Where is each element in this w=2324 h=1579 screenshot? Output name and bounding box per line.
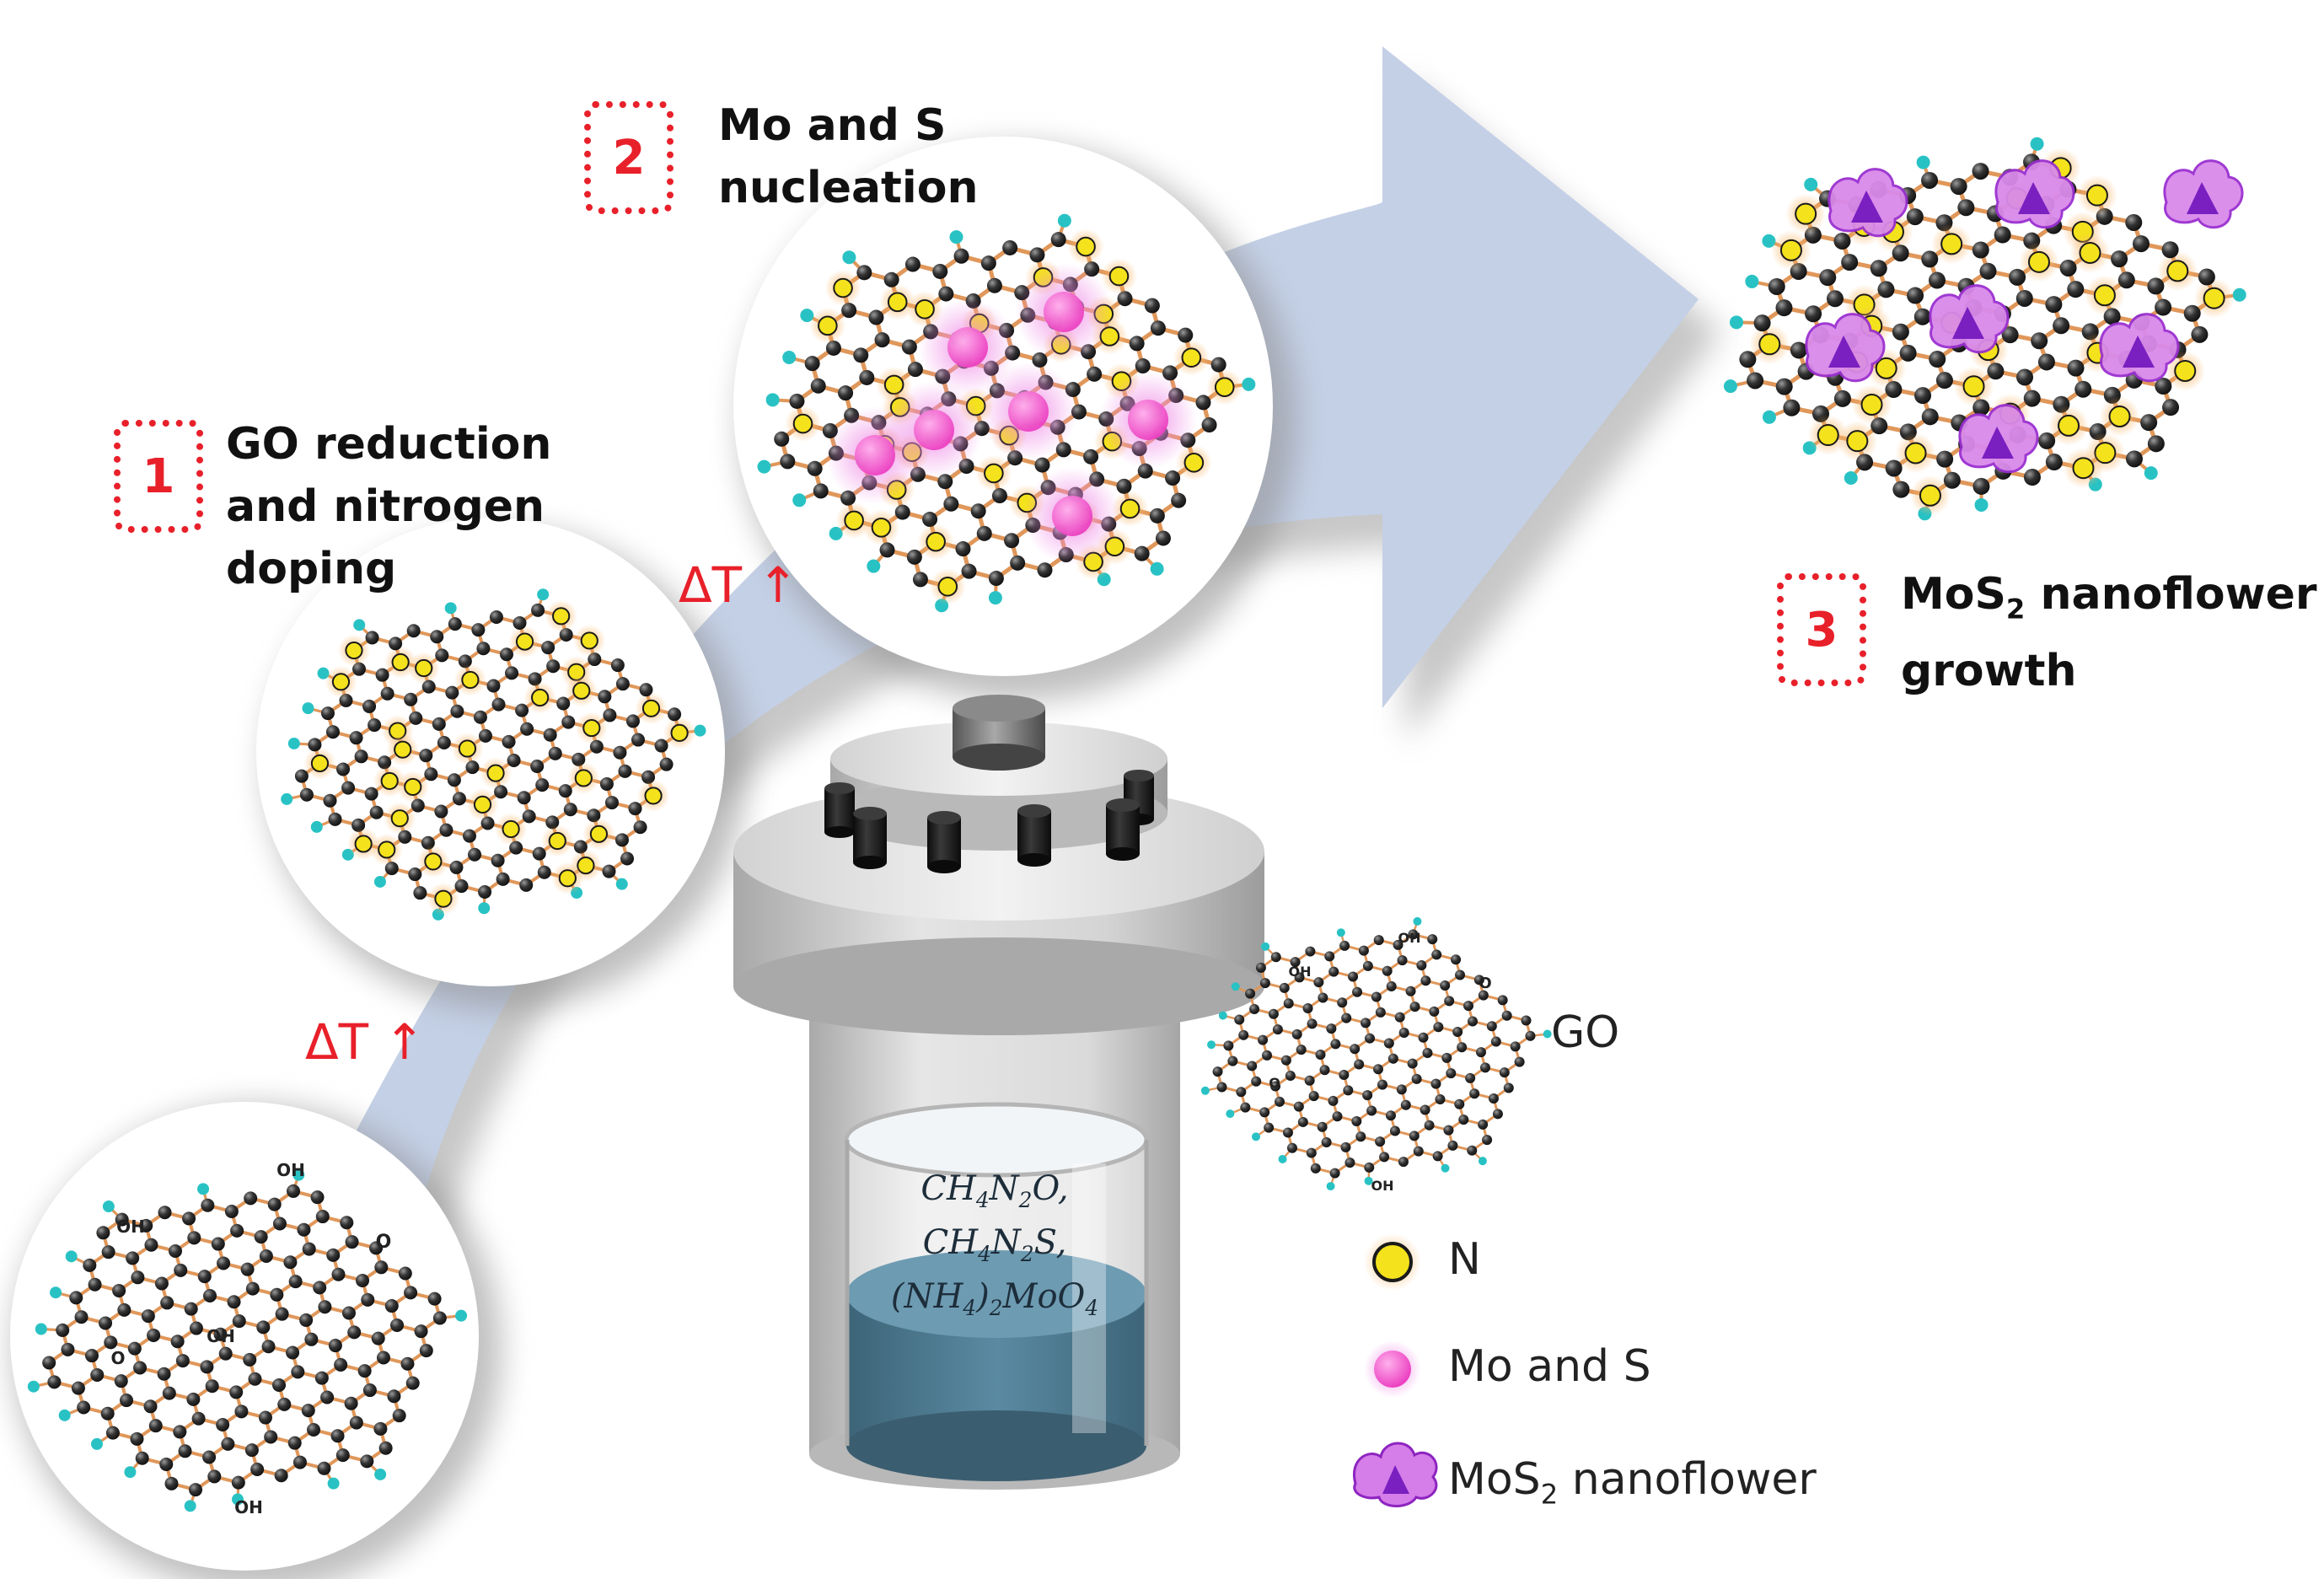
svg-text:OH: OH — [207, 1326, 235, 1346]
atom-layer — [27, 1168, 468, 1512]
step-3-line-1: MoS2 nanoflower — [1901, 563, 2317, 640]
step-2-label: Mo and S nucleation — [718, 94, 978, 219]
delta-t-label-2: ΔT ↑ — [679, 556, 799, 614]
process-arrow-shape — [282, 46, 1699, 1277]
legend-mos2-nanoflower: MoS2 nanoflower — [1448, 1454, 1817, 1511]
lid-bolts — [824, 770, 1154, 873]
reactor-chemicals: CH4N2O, CH4N2S, (NH4)2MoO4 — [860, 1168, 1130, 1329]
step-2-number: 2 — [584, 101, 674, 214]
svg-text:O: O — [110, 1348, 125, 1368]
step-3-mos2-base: MoS — [1901, 569, 2006, 620]
svg-text:OH: OH — [1398, 930, 1421, 946]
step-3-line-2: growth — [1901, 646, 2077, 697]
mo-s-nucleated-sheet — [757, 213, 1256, 613]
step-1-line-2: and nitrogen — [226, 481, 545, 532]
chemical-urea: CH4N2O, — [920, 1169, 1069, 1212]
svg-text:OH: OH — [1371, 1178, 1394, 1194]
step-1-line-1: GO reduction — [226, 419, 552, 470]
step-2-line-1: Mo and S — [718, 100, 947, 151]
svg-text:O: O — [1269, 1075, 1280, 1091]
step-3-mos2-rest: nanoflower — [2025, 569, 2317, 620]
svg-text:OH: OH — [1289, 964, 1312, 980]
atom-layer — [281, 588, 706, 921]
legend-mo-s: Mo and S — [1448, 1341, 1651, 1392]
delta-t-label-1: ΔT ↑ — [305, 1013, 426, 1071]
svg-text:OH: OH — [234, 1497, 263, 1517]
legend-icons — [1352, 1233, 1438, 1507]
svg-text:O: O — [376, 1232, 392, 1253]
mos2-nanoflower-sheet — [1723, 137, 2246, 521]
mo-s-atom-icon — [1364, 1340, 1421, 1398]
step-1-label: GO reduction and nitrogen doping — [226, 413, 551, 600]
step-1-number: 1 — [114, 420, 203, 533]
nitrogen-atom-icon — [1364, 1233, 1421, 1291]
svg-text:OH: OH — [116, 1216, 145, 1237]
step-3-label: MoS2 nanoflower growth — [1901, 563, 2317, 702]
go-legend-sheet: OH OH OH O O — [1200, 916, 1552, 1194]
atom-layer — [1200, 916, 1552, 1191]
legend-n: N — [1448, 1234, 1481, 1285]
step-3-number: 3 — [1777, 573, 1866, 686]
autoclave-reactor — [733, 695, 1264, 1490]
graphene-oxide-sheet: OH OH OH OH O O — [27, 1160, 468, 1517]
glass-liner — [844, 1102, 1149, 1481]
chemical-ammonium-molybdate: (NH4)2MoO4 — [890, 1277, 1099, 1320]
step-1-line-3: doping — [226, 544, 397, 594]
nitrogen-doped-sheet — [281, 588, 706, 921]
step-2-line-2: nucleation — [718, 163, 979, 213]
chemical-thiourea: CH4N2S, — [922, 1223, 1067, 1266]
legend-go: GO — [1551, 1007, 1620, 1058]
svg-text:OH: OH — [276, 1160, 305, 1180]
solution-surface — [846, 1250, 1146, 1338]
process-arrow — [282, 46, 1722, 1309]
mos2-nanoflower-icon — [1352, 1442, 1438, 1507]
svg-text:O: O — [1479, 975, 1491, 992]
step-3-mos2-sub: 2 — [2005, 593, 2026, 626]
